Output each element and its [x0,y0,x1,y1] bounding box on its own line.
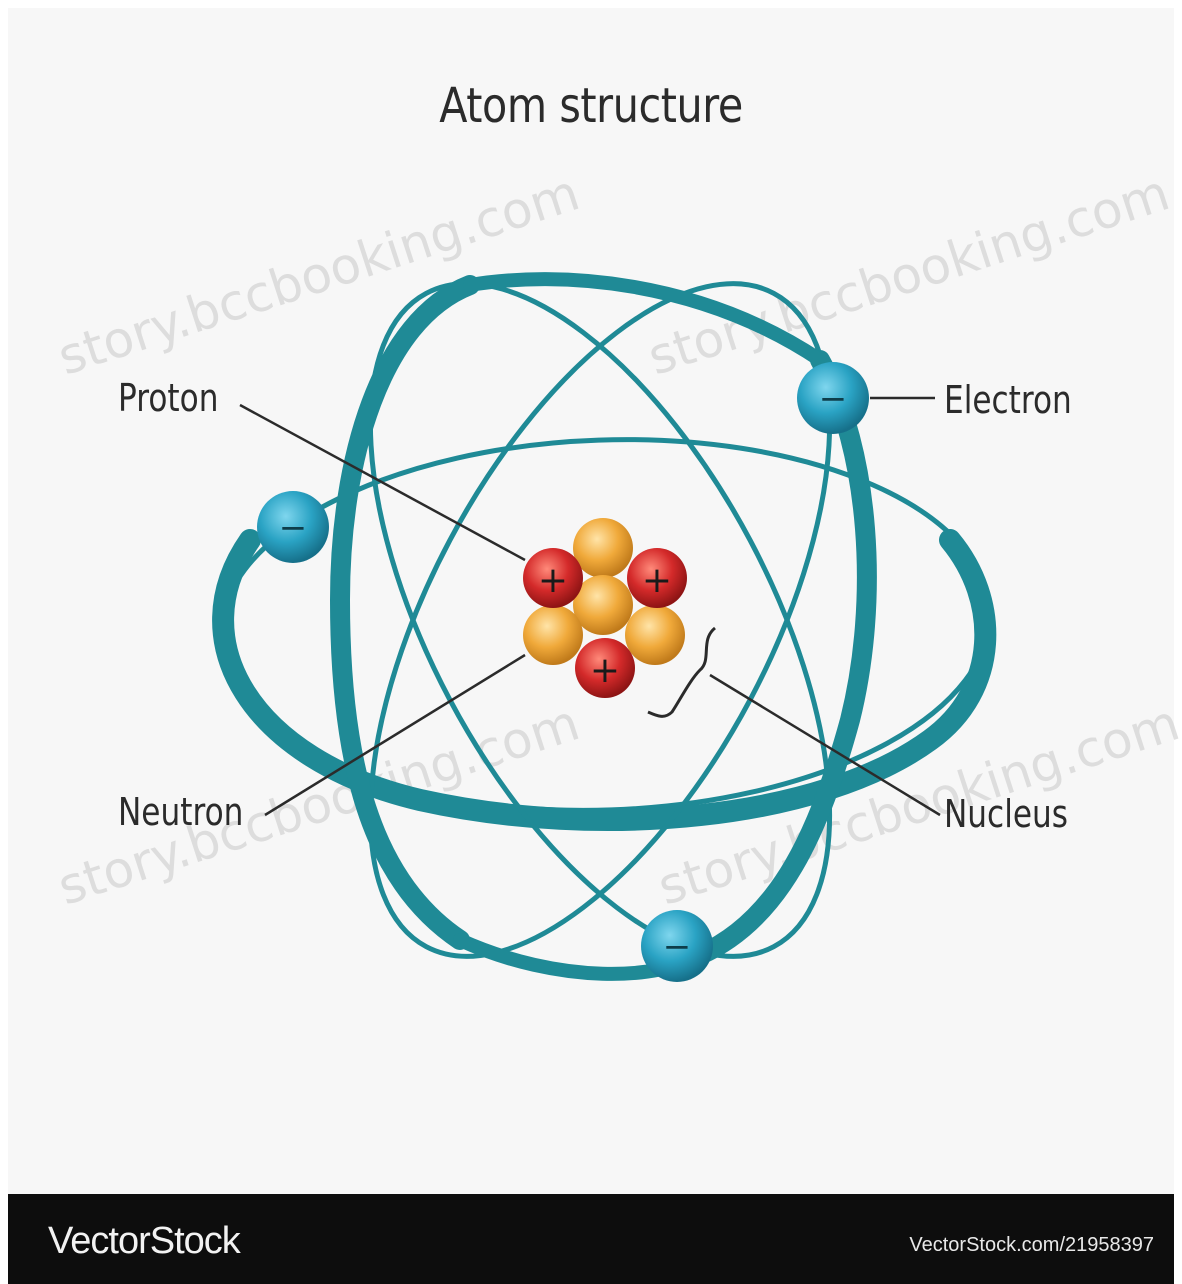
orbit-tilted-left-thick [340,285,470,940]
proton-label: Proton [118,376,218,420]
neutron-particle [573,518,633,578]
neutron-label: Neutron [118,790,243,834]
electron-minus-icon: − [663,927,692,967]
electron-label: Electron [944,378,1072,422]
footer-logo: VectorStock [48,1220,240,1263]
proton-plus-icon: + [642,560,672,601]
neutron-particle [625,605,685,665]
electron-minus-icon: − [279,508,308,548]
nucleus: + + + [523,518,687,698]
proton-plus-icon: + [590,650,620,691]
footer-bar: VectorStock VectorStock.com/21958397 [8,1194,1174,1284]
electron-minus-icon: − [819,379,848,419]
nucleus-label: Nucleus [944,792,1068,836]
orbit-tilted-right-thick [700,360,867,955]
footer-url: VectorStock.com/21958397 [909,1234,1154,1257]
proton-plus-icon: + [538,560,568,601]
neutron-particle [523,605,583,665]
